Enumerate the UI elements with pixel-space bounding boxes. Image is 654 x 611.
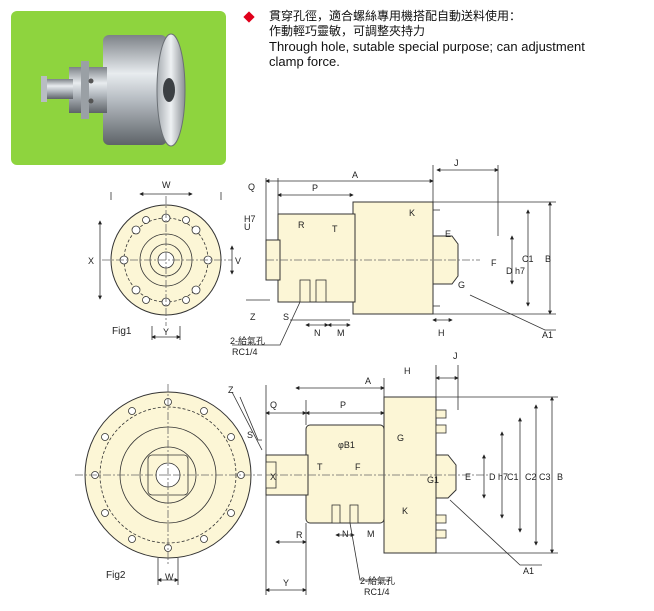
fig2-label-n: N xyxy=(342,529,349,539)
fig1-label-m: M xyxy=(337,328,345,338)
fig2-label-t: T xyxy=(317,462,323,472)
fig2-label-phib1: φB1 xyxy=(338,440,355,450)
fig2-label-b: B xyxy=(557,472,563,482)
fig1-label-h: H xyxy=(438,328,445,338)
fig2-label-c1: C1 xyxy=(507,472,519,482)
fig1-label-u: U xyxy=(244,222,251,232)
fig1-label-y: Y xyxy=(163,327,169,337)
fig1-label-x: X xyxy=(88,256,94,266)
fig1-side-view xyxy=(232,165,556,346)
fig2-label-h: H xyxy=(404,366,411,376)
fig2-label-a: A xyxy=(365,376,371,386)
fig1-port-note-1: 2-給氣孔 xyxy=(230,335,265,346)
fig2-front-view xyxy=(75,384,262,585)
fig1-label-q: Q xyxy=(248,182,255,192)
fig1-label-w: W xyxy=(162,180,171,190)
fig1-port-note-2: RC1/4 xyxy=(232,347,258,357)
fig2-label-q: Q xyxy=(270,400,277,410)
product-description: 貫穿孔徑，適合螺絲專用機搭配自動送料使用： 作動輕巧靈敏，可調整夾持力 Thro… xyxy=(243,9,645,69)
fig1-label-r: R xyxy=(298,220,305,230)
fig2-label-r: R xyxy=(296,530,303,540)
fig1-caption: Fig1 xyxy=(112,326,132,337)
fig1-label-s: S xyxy=(283,312,289,322)
fig2-caption: Fig2 xyxy=(106,570,126,581)
fig1-label-b: B xyxy=(545,254,551,264)
fig2-label-e: E xyxy=(465,472,471,482)
fig2-label-m: M xyxy=(367,529,375,539)
fig1-label-t: T xyxy=(332,224,338,234)
fig1-label-j: J xyxy=(454,158,459,168)
fig1-label-n: N xyxy=(314,328,321,338)
fig1-label-dh7: D h7 xyxy=(506,266,525,276)
fig1-label-g: G xyxy=(458,280,465,290)
fig2-label-c3: C3 xyxy=(539,472,551,482)
fig2-label-j: J xyxy=(453,351,458,361)
chuck-photo-illustration xyxy=(41,33,186,147)
fig2-label-a1: A1 xyxy=(523,566,534,576)
fig1-label-p: P xyxy=(312,183,318,193)
fig1-label-c1: C1 xyxy=(522,254,534,264)
fig2-label-g: G xyxy=(397,433,404,443)
fig1-label-h7: H7 xyxy=(244,214,256,224)
fig2-label-p: P xyxy=(340,400,346,410)
fig1-label-z: Z xyxy=(250,312,256,322)
fig2-label-k: K xyxy=(402,506,408,516)
fig2-label-y: Y xyxy=(283,578,289,588)
description-en-line-1: Through hole, sutable special purpose; c… xyxy=(269,39,585,54)
description-zh-line-2: 作動輕巧靈敏，可調整夾持力 xyxy=(269,24,426,38)
fig2-side-view xyxy=(231,365,558,595)
fig2-label-s: S xyxy=(247,430,253,440)
fig1-front-view xyxy=(98,192,234,340)
description-en-line-2: clamp force. xyxy=(269,54,340,69)
fig2-label-g1: G1 xyxy=(427,475,439,485)
description-zh-line-1: 貫穿孔徑，適合螺絲專用機搭配自動送料使用： xyxy=(269,9,522,23)
fig2-label-c2: C2 xyxy=(525,472,537,482)
fig1-label-v: V xyxy=(235,256,241,266)
fig2-label-x: X xyxy=(270,472,276,482)
fig2-port-note-2: RC1/4 xyxy=(364,587,390,597)
fig1-label-f: F xyxy=(491,258,497,268)
fig1-label-k: K xyxy=(409,208,415,218)
fig2-label-z: Z xyxy=(228,385,234,395)
product-photo xyxy=(11,11,226,165)
fig1-label-a: A xyxy=(352,170,358,180)
fig2-label-f: F xyxy=(355,462,361,472)
fig2-label-w: W xyxy=(165,572,174,582)
fig2-label-dh7: D h7 xyxy=(489,472,508,482)
fig1-label-a1: A1 xyxy=(542,330,553,340)
fig1-label-e: E xyxy=(445,229,451,239)
fig2-port-note-1: 2-給氣孔 xyxy=(360,575,395,586)
